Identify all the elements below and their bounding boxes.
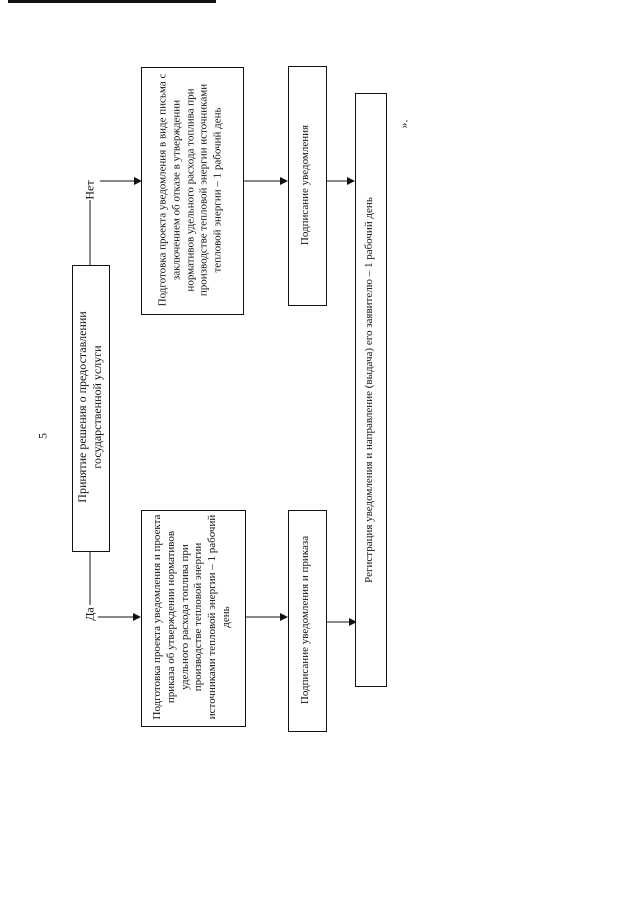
no-prepare-text: Подготовка проекта уведомления в виде пи…	[156, 73, 224, 307]
branch-no-label: Нет	[82, 180, 97, 200]
yes-sign-box	[288, 510, 327, 732]
registration-box	[355, 93, 387, 687]
page-number: 5	[35, 433, 50, 439]
registration-text: Регистрация уведомления и направление (в…	[363, 197, 376, 583]
yes-prepare-box	[141, 510, 246, 727]
no-sign-text: Подписание уведомления	[299, 124, 312, 246]
no-sign-box	[288, 66, 327, 306]
yes-sign-text: Подписание уведомления и приказа	[299, 535, 312, 705]
yes-prepare-text: Подготовка проекта уведомления и проекта…	[150, 514, 232, 720]
decision-box	[72, 265, 110, 552]
no-prepare-box	[141, 67, 244, 315]
decision-text: Принятие решения о предоставлении госуда…	[75, 311, 104, 503]
top-rule	[8, 0, 216, 3]
branch-yes-label: Да	[82, 607, 97, 621]
closing-quote-mark: ».	[396, 119, 411, 129]
